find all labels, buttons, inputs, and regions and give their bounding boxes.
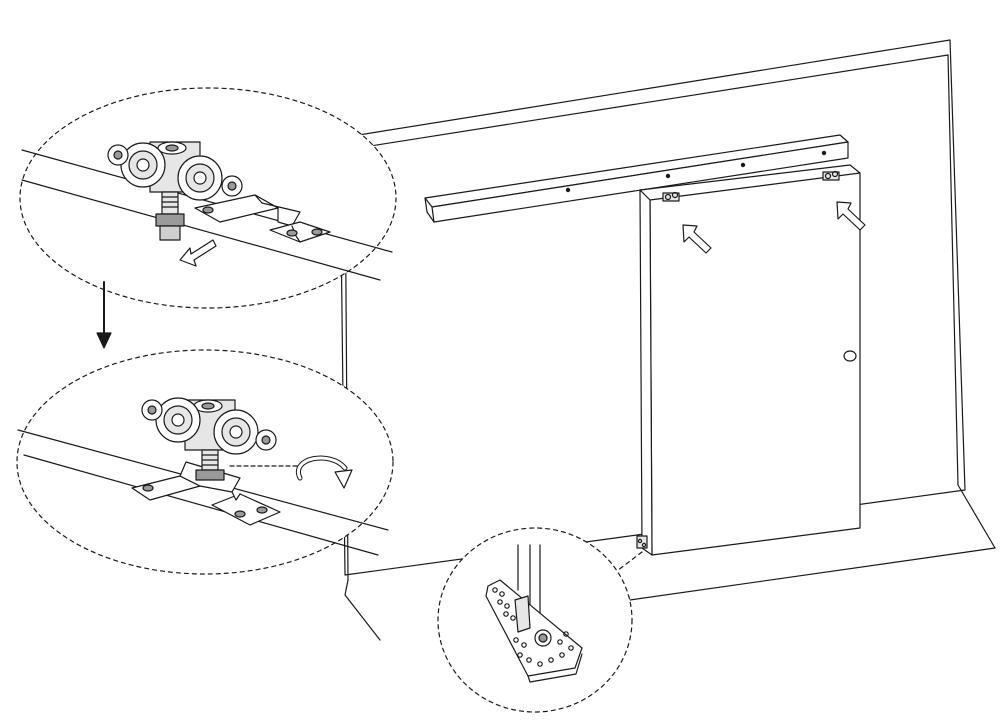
wall-base bbox=[344, 579, 381, 641]
rail-end bbox=[424, 197, 435, 223]
callout-rail-edge bbox=[21, 179, 381, 281]
door-roller-right bbox=[822, 170, 840, 181]
roller-carriage-icon bbox=[141, 397, 277, 481]
callout-rail-edge bbox=[23, 454, 379, 556]
door-floor-guide bbox=[636, 535, 648, 549]
callout-floor-guide bbox=[437, 527, 633, 713]
mounting-bracket-icon bbox=[194, 194, 331, 243]
callout-leader bbox=[604, 551, 643, 581]
rail-screw bbox=[565, 187, 571, 193]
door-top bbox=[639, 164, 861, 191]
callout-roller-adjustment bbox=[16, 349, 394, 575]
floor-line-right bbox=[957, 484, 996, 549]
track-rail bbox=[424, 134, 849, 223]
door-roller-left bbox=[662, 191, 680, 202]
rail-screw bbox=[821, 150, 827, 156]
rail-front-face bbox=[431, 141, 849, 223]
rail-screw bbox=[665, 173, 671, 179]
wall-side-edge bbox=[947, 54, 959, 486]
rotate-arrow-icon bbox=[295, 455, 353, 489]
callout-rail-edge bbox=[21, 149, 393, 253]
callout-roller-insertion bbox=[19, 87, 397, 309]
door-handle bbox=[843, 350, 857, 362]
floor-line bbox=[629, 547, 996, 601]
door-edge bbox=[639, 189, 653, 556]
install-arrow-icon bbox=[682, 224, 712, 254]
install-arrow-icon bbox=[836, 201, 866, 231]
door-face bbox=[649, 172, 861, 556]
floor-guide-plate-icon bbox=[485, 579, 583, 683]
down-arrow-icon bbox=[96, 281, 112, 349]
rail-screw bbox=[740, 162, 746, 168]
mounting-bracket-icon bbox=[131, 461, 281, 526]
door-panel bbox=[636, 164, 861, 556]
roller-carriage-icon bbox=[107, 141, 243, 241]
insert-direction-arrow-icon bbox=[179, 239, 217, 267]
